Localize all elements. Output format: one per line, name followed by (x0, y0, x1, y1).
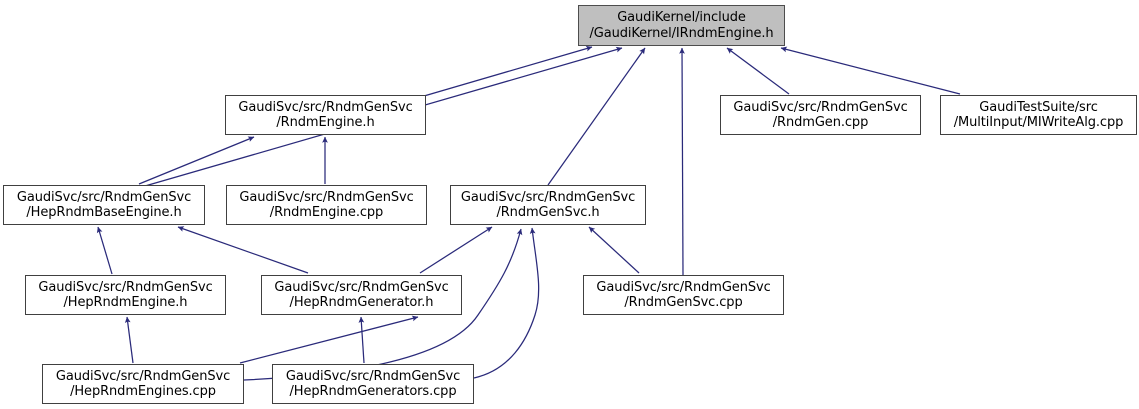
node-irndmengine-h[interactable]: GaudiKernel/include /GaudiKernel/IRndmEn… (578, 5, 785, 46)
node-heprndmengines-cpp[interactable]: GaudiSvc/src/RndmGenSvc /HepRndmEngines.… (42, 364, 244, 404)
dependency-edge (726, 47, 790, 95)
dependency-edge (124, 316, 134, 364)
node-heprndmengine-h[interactable]: GaudiSvc/src/RndmGenSvc /HepRndmEngine.h (25, 275, 226, 315)
node-rndmengine-h[interactable]: GaudiSvc/src/RndmGenSvc /RndmEngine.h (225, 95, 426, 135)
dependency-edge (473, 227, 540, 379)
dependency-edge (547, 47, 646, 186)
dependency-edge (780, 46, 961, 95)
node-label: GaudiSvc/src/RndmGenSvc /HepRndmEngine.h (38, 279, 213, 311)
dependency-edge (239, 315, 419, 364)
node-label: GaudiSvc/src/RndmGenSvc /HepRndmBaseEngi… (16, 189, 192, 221)
dependency-edge (679, 47, 685, 276)
node-label: GaudiSvc/src/RndmGenSvc /RndmEngine.h (238, 99, 413, 131)
node-label: GaudiSvc/src/RndmGenSvc /HepRndmEngines.… (55, 368, 231, 400)
node-label: GaudiSvc/src/RndmGenSvc /RndmGen.cpp (733, 99, 908, 131)
node-heprndmbaseengine-h[interactable]: GaudiSvc/src/RndmGenSvc /HepRndmBaseEngi… (3, 185, 205, 225)
node-label: GaudiSvc/src/RndmGenSvc /HepRndmGenerato… (274, 279, 449, 311)
dependency-edge (96, 226, 113, 275)
dependency-edge (423, 45, 593, 97)
node-rndmgen-cpp[interactable]: GaudiSvc/src/RndmGenSvc /RndmGen.cpp (720, 95, 921, 135)
dependency-edge (588, 226, 640, 274)
node-miwritealg-cpp[interactable]: GaudiTestSuite/src /MultiInput/MIWriteAl… (940, 95, 1137, 135)
node-label: GaudiSvc/src/RndmGenSvc /RndmGenSvc.h (460, 189, 636, 221)
node-rndmgensvc-cpp[interactable]: GaudiSvc/src/RndmGenSvc /RndmGenSvc.cpp (583, 275, 784, 315)
node-rndmgensvc-h[interactable]: GaudiSvc/src/RndmGenSvc /RndmGenSvc.h (450, 185, 646, 225)
dependency-edge (419, 226, 493, 274)
node-heprndmgenerators-cpp[interactable]: GaudiSvc/src/RndmGenSvc /HepRndmGenerato… (272, 364, 474, 404)
dependency-edge (358, 316, 365, 364)
node-heprndmgenerator-h[interactable]: GaudiSvc/src/RndmGenSvc /HepRndmGenerato… (261, 275, 462, 315)
node-rndmengine-cpp[interactable]: GaudiSvc/src/RndmGenSvc /RndmEngine.cpp (226, 185, 427, 225)
dependency-edge (138, 136, 255, 185)
dependency-edge (177, 226, 309, 274)
node-label: GaudiSvc/src/RndmGenSvc /RndmGenSvc.cpp (596, 279, 771, 311)
node-label: GaudiKernel/include /GaudiKernel/IRndmEn… (589, 10, 774, 41)
node-label: GaudiTestSuite/src /MultiInput/MIWriteAl… (953, 99, 1124, 131)
node-label: GaudiSvc/src/RndmGenSvc /HepRndmGenerato… (285, 368, 461, 400)
node-label: GaudiSvc/src/RndmGenSvc /RndmEngine.cpp (239, 189, 414, 221)
